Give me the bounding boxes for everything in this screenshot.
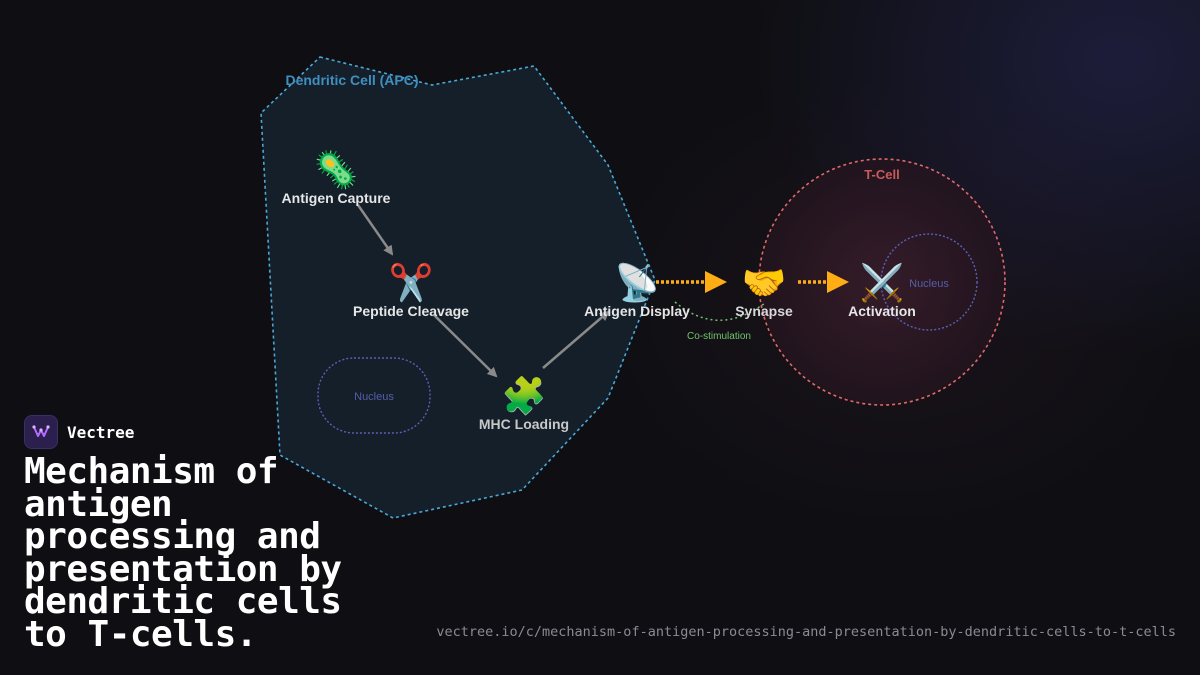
brand-name: Vectree	[67, 422, 135, 442]
microbe-icon: 🦠	[314, 149, 359, 191]
apc-nucleus	[317, 357, 431, 434]
apc-nucleus-label: Nucleus	[354, 391, 394, 403]
step-label: Synapse	[735, 303, 793, 319]
step-antigen-display: 📡 Antigen Display	[584, 260, 690, 319]
crossed-swords-icon: ⚔️	[860, 262, 905, 304]
arrow-capture-to-cleavage	[356, 204, 394, 256]
step-label: Antigen Display	[584, 303, 690, 319]
handshake-icon: 🤝	[742, 263, 787, 304]
step-label: Antigen Capture	[282, 190, 391, 206]
apc-label: Dendritic Cell (APC)	[285, 72, 418, 88]
step-synapse: 🤝 Synapse	[735, 263, 793, 319]
t-cell: T-Cell Nucleus	[758, 158, 1006, 406]
step-label: Activation	[848, 303, 916, 319]
tcell-nucleus-label: Nucleus	[909, 278, 949, 290]
puzzle-piece-icon: 🧩	[502, 375, 547, 417]
step-activation: ⚔️ Activation	[848, 262, 916, 319]
satellite-dish-icon: 📡	[615, 260, 660, 304]
arrow-loading-to-display	[542, 310, 610, 369]
dendritic-cell: Dendritic Cell (APC) Nucleus	[260, 56, 656, 519]
step-antigen-capture: 🦠 Antigen Capture	[282, 149, 391, 206]
tcell-nucleus	[880, 233, 978, 331]
scissors-icon: ✂️	[389, 261, 434, 304]
arrow-cleavage-to-loading	[433, 314, 498, 378]
page-url[interactable]: vectree.io/c/mechanism-of-antigen-proces…	[436, 624, 1176, 640]
page-title: Mechanism of antigen processing and pres…	[24, 451, 342, 655]
arrow-synapse-to-activation	[798, 271, 849, 293]
brand: Vectree	[24, 415, 134, 449]
costimulation-label: Co-stimulation	[687, 331, 751, 342]
costimulation-link	[674, 301, 766, 321]
step-label: Peptide Cleavage	[353, 303, 469, 319]
arrow-display-to-synapse	[656, 271, 727, 293]
vectree-logo-icon	[24, 415, 58, 449]
step-label: MHC Loading	[479, 416, 569, 432]
step-peptide-cleavage: ✂️ Peptide Cleavage	[353, 261, 469, 319]
step-mhc-loading: 🧩 MHC Loading	[479, 375, 569, 432]
tcell-label: T-Cell	[864, 167, 899, 182]
